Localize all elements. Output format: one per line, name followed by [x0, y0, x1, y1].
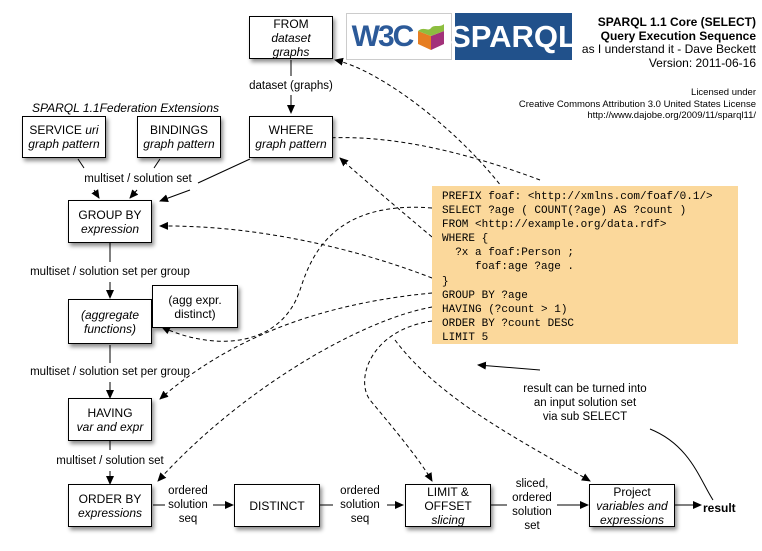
diagram-title: SPARQL 1.1 Core (SELECT) Query Execution…: [581, 15, 756, 70]
edge-bindings-multiset: [153, 158, 161, 169]
dash-from: [334, 57, 509, 196]
edge-multiset-groupby-b: [129, 189, 139, 199]
node-order-by: ORDER BY expressions: [68, 484, 152, 527]
node-service: SERVICE uri graph pattern: [22, 116, 106, 158]
sparql-logo: SPARQL: [450, 13, 577, 60]
edge-multiset-groupby-a: [91, 189, 100, 199]
dash-project: [394, 339, 591, 482]
license-block: Licensed under Creative Commons Attribut…: [519, 87, 756, 122]
node-distinct: DISTINCT: [234, 484, 320, 527]
label-multiset-2: multiset / solution set: [56, 455, 164, 467]
license-line1: Licensed under: [691, 87, 756, 98]
w3c-logo: W3C: [346, 13, 452, 60]
query-line: LIMIT 5: [442, 331, 489, 344]
query-line: ?x a foaf:Person ;: [442, 247, 575, 260]
subtitle: as I understand it - Dave Beckett: [581, 42, 756, 56]
license-url[interactable]: http://www.dajobe.org/2009/11/sparql11/: [587, 110, 756, 121]
title-line2: Query Execution Sequence: [600, 28, 756, 43]
node-from: FROM dataset graphs: [249, 16, 333, 59]
dash-orderby: [157, 306, 433, 482]
federation-title: SPARQL 1.1Federation Extensions: [32, 101, 219, 115]
label-result: result: [703, 501, 736, 515]
edge-service-multiset: [77, 158, 85, 169]
edge-where-multiset: [197, 158, 251, 184]
dash-select-cross: [259, 137, 541, 181]
node-bindings: BINDINGS graph pattern: [137, 116, 221, 158]
edge-note-subselect: [477, 361, 541, 371]
label-multiset-1: multiset / solution set: [84, 173, 192, 185]
query-line: SELECT ?age ( COUNT(?age) AS ?count ): [442, 205, 687, 218]
version: Version: 2011-06-16: [648, 55, 756, 70]
query-line: WHERE {: [442, 233, 489, 246]
query-line: FROM <http://example.org/data.rdf>: [442, 219, 667, 232]
query-line: foaf:age ?age .: [442, 261, 575, 274]
dash-where: [339, 157, 433, 238]
query-line: GROUP BY ?age: [442, 289, 528, 302]
node-aggregate-functions: (aggregate functions): [68, 299, 152, 344]
dash-having: [159, 292, 433, 400]
node-project: Project variables and expressions: [589, 484, 675, 527]
license-line2: Creative Commons Attribution 3.0 United …: [518, 98, 756, 110]
label-dataset: dataset (graphs): [249, 80, 333, 92]
node-limit-offset: LIMIT & OFFSET slicing: [405, 484, 491, 527]
node-having: HAVING var and expr: [68, 398, 152, 441]
query-line: }: [442, 275, 449, 288]
title-line1: SPARQL 1.1 Core (SELECT): [597, 15, 756, 29]
sparql-query: PREFIX foaf: <http://xmlns.com/foaf/0.1/…: [432, 186, 738, 344]
edge-note-result: [649, 428, 714, 501]
query-line: ORDER BY ?count DESC: [442, 317, 575, 330]
node-where: WHERE graph pattern: [249, 116, 333, 158]
edge-multiset-groupby-c: [159, 189, 191, 203]
label-per-group-1: multiset / solution set per group: [30, 266, 190, 278]
w3c-cube-icon: [418, 23, 445, 50]
dash-groupby: [159, 221, 433, 279]
query-line: PREFIX foaf: <http://xmlns.com/foaf/0.1/…: [442, 191, 713, 203]
node-agg-distinct: (agg expr. distinct): [152, 285, 238, 328]
query-line: HAVING (?count > 1): [442, 303, 568, 316]
label-per-group-2: multiset / solution set per group: [30, 366, 190, 378]
dash-limit: [364, 320, 433, 482]
dash-aggregate: [161, 206, 433, 342]
node-group-by: GROUP BY expression: [68, 200, 152, 243]
